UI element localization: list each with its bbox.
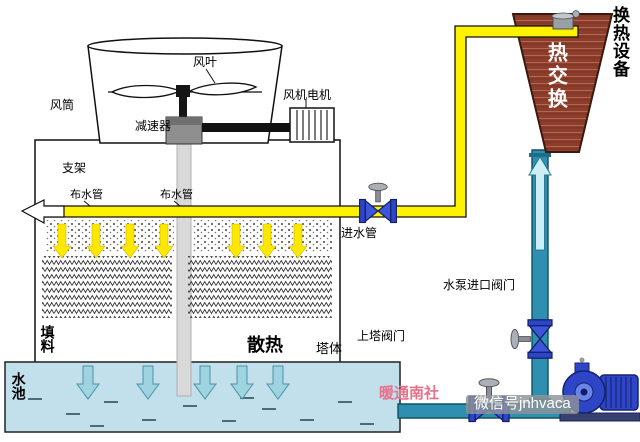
pump-eyebolt bbox=[579, 357, 585, 363]
hot-water-pipe bbox=[20, 25, 579, 225]
label-water-pipe-left: 布水管 bbox=[70, 189, 103, 201]
hot-water-spray-arrows bbox=[52, 223, 308, 259]
fan-shaft bbox=[179, 97, 187, 119]
fan-duct-rim bbox=[87, 37, 283, 55]
label-tower-inlet-valve: 上塔阀门 bbox=[357, 329, 406, 343]
label-fill-material: 填料 bbox=[39, 325, 56, 353]
label-support-frame: 支架 bbox=[62, 161, 87, 175]
fan-hub bbox=[176, 85, 190, 97]
motor-coil-lines bbox=[296, 110, 328, 140]
label-tower-body: 塔体 bbox=[316, 341, 343, 356]
label-reducer: 减速器 bbox=[135, 119, 172, 133]
drive-shaft-bar bbox=[202, 123, 290, 132]
label-heat-exchanger: 热交换 bbox=[544, 42, 567, 111]
fan-assembly bbox=[87, 37, 335, 145]
fill-material-blocks bbox=[42, 256, 332, 318]
watermark-wechat-id: 微信号jnhvaca bbox=[466, 395, 579, 414]
label-leader-lines bbox=[83, 68, 307, 207]
motor-fins bbox=[605, 377, 632, 408]
label-pump-inlet-valve: 水泵进口阀门 bbox=[443, 278, 516, 292]
reducer-box-top bbox=[166, 117, 202, 125]
water-ripples bbox=[28, 397, 374, 427]
basin-inflow-arrows bbox=[76, 365, 290, 400]
pipe-flange-top bbox=[529, 153, 551, 157]
label-heat-dissipation: 散热 bbox=[247, 335, 283, 355]
watermark-publisher: 暖通南社 bbox=[379, 385, 440, 402]
exchanger-inlet-fitting bbox=[551, 10, 580, 30]
label-inlet-pipe: 进水管 bbox=[341, 226, 378, 240]
label-heat-exchange-unit: 换热设备 bbox=[610, 6, 630, 78]
label-fan-duct: 风筒 bbox=[50, 98, 75, 112]
flow-left-arrow bbox=[20, 199, 65, 225]
label-fan-motor: 风机电机 bbox=[283, 88, 332, 102]
pump-shaft-center bbox=[580, 388, 588, 396]
pump-base bbox=[559, 412, 640, 422]
label-water-pipe-right: 布水管 bbox=[160, 189, 193, 201]
label-fan-blade: 风叶 bbox=[193, 55, 218, 69]
label-water-basin: 水池 bbox=[10, 372, 27, 400]
flow-up-arrow bbox=[528, 156, 552, 251]
